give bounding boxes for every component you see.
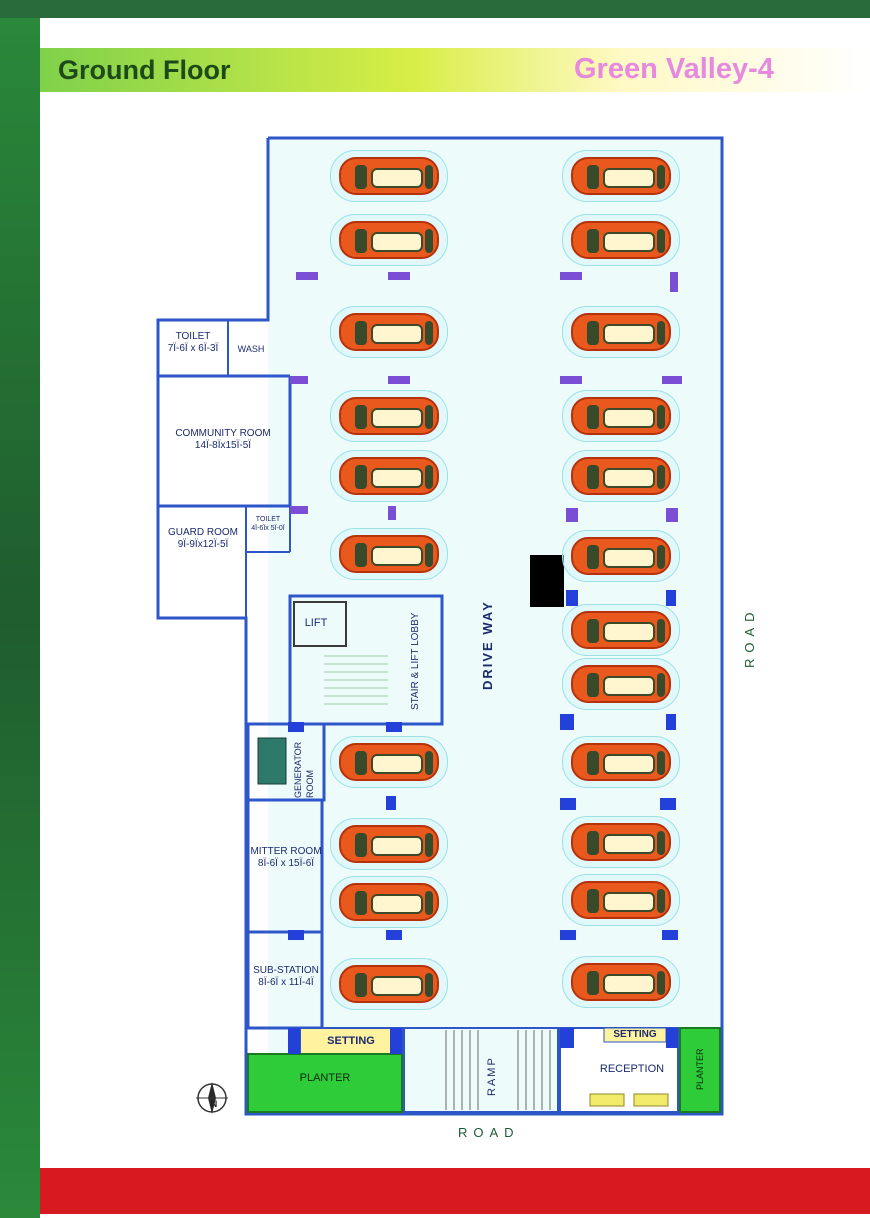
toilet-name: TOILET <box>175 331 211 342</box>
parking-slot <box>330 450 448 502</box>
community-room-size: 14Ï-8Ïx15Ï-5Ï <box>194 440 252 451</box>
parking-slot <box>330 528 448 580</box>
mitter-room-name: MITTER ROOM <box>250 846 322 857</box>
parking-slot <box>330 876 448 928</box>
parking-slot <box>330 214 448 266</box>
parking-slot <box>562 530 680 582</box>
lift-label: LIFT <box>304 617 328 629</box>
planter-left-label: PLANTER <box>299 1072 351 1084</box>
reception-label: RECEPTION <box>599 1063 665 1075</box>
parking-slot <box>562 450 680 502</box>
planter-right-label: PLANTER <box>695 1048 705 1090</box>
toilet-label: TOILET 7Ï-6Ï x 6Ï-3Ï <box>160 331 226 355</box>
ramp-label: RAMP <box>486 1056 498 1096</box>
parking-slot <box>330 150 448 202</box>
guard-room-label: GUARD ROOM 9Ï-9Ïx12Ï-5Ï <box>160 527 246 551</box>
mitter-room-label: MITTER ROOM 8Ï-6Ï x 15Ï-6Ï <box>250 846 322 870</box>
planter-right <box>679 1027 721 1113</box>
left-decor-band <box>0 0 40 1218</box>
redacted-block <box>530 555 564 607</box>
guard-room-name: GUARD ROOM <box>168 527 238 538</box>
parking-slot <box>562 658 680 710</box>
setting-right-label: SETTING <box>613 1029 657 1040</box>
community-room-label: COMMUNITY ROOM 14Ï-8Ïx15Ï-5Ï <box>160 428 286 452</box>
compass-north-label: N <box>210 1099 218 1109</box>
parking-slot <box>330 390 448 442</box>
parking-slot <box>562 604 680 656</box>
parking-slot <box>562 390 680 442</box>
mitter-room-size: 8Ï-6Ï x 15Ï-6Ï <box>257 858 315 869</box>
road-bottom-label: ROAD <box>458 1125 520 1140</box>
parking-slot <box>562 214 680 266</box>
parking-slot <box>330 306 448 358</box>
toilet-2-name: TOILET <box>255 516 281 523</box>
generator-icon <box>257 737 287 785</box>
floor-title: Ground Floor <box>58 55 231 85</box>
parking-slot <box>562 956 680 1008</box>
parking-slot <box>330 958 448 1010</box>
parking-slot <box>330 818 448 870</box>
generator-room-label: GENERATOR ROOM <box>293 741 315 798</box>
sub-station-label: SUB-STATION 8Ï-6Ï x 11Ï-4Ï <box>250 965 322 989</box>
planter-left <box>247 1053 403 1113</box>
wash-label: WASH <box>237 344 265 354</box>
sub-station-size: 8Ï-6Ï x 11Ï-4Ï <box>258 977 314 988</box>
header-band <box>40 48 870 92</box>
toilet-size: 7Ï-6Ï x 6Ï-3Ï <box>167 343 219 354</box>
parking-slot <box>562 306 680 358</box>
columns-blue <box>288 590 678 1054</box>
parking-slot <box>562 874 680 926</box>
guard-room-size: 9Ï-9Ïx12Ï-5Ï <box>177 539 229 550</box>
community-room-name: COMMUNITY ROOM <box>175 428 271 439</box>
footer-band <box>40 1168 870 1214</box>
sub-station-name: SUB-STATION <box>253 965 319 976</box>
parking-slot <box>562 150 680 202</box>
stair-lobby-label: STAIR & LIFT LOBBY <box>410 612 421 710</box>
toilet-2-size: 4Ï-6Ïx 5Ï-0Ï <box>251 525 285 532</box>
toilet-2-label: TOILET 4Ï-6Ïx 5Ï-0Ï <box>248 515 288 533</box>
setting-left-label: SETTING <box>327 1035 375 1047</box>
top-decor-band <box>0 0 870 18</box>
columns <box>290 272 682 522</box>
parking-slot <box>562 736 680 788</box>
road-right-label: ROAD <box>742 606 757 668</box>
parking-slot <box>562 816 680 868</box>
parking-slot <box>330 736 448 788</box>
driveway-label: DRIVE WAY <box>480 600 495 690</box>
project-name: Green Valley-4 <box>574 53 774 85</box>
